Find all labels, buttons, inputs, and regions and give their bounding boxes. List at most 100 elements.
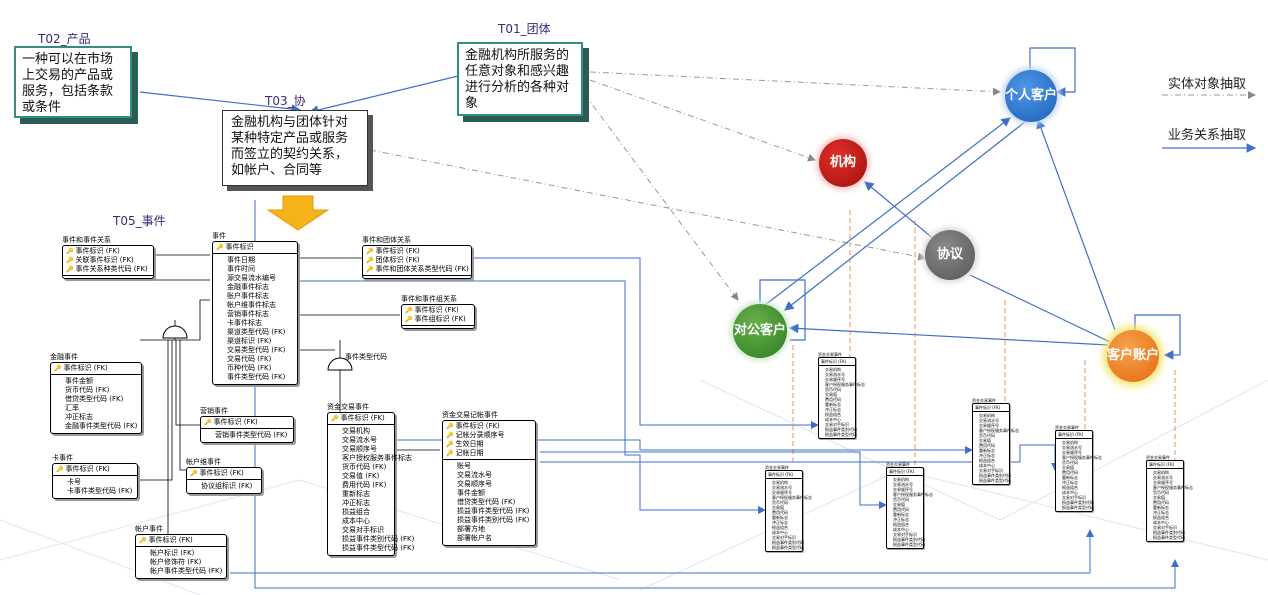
mini-attr: 交易流水号 bbox=[979, 418, 999, 423]
entity-attr: 货币代码 (FK) bbox=[342, 463, 387, 471]
entity-attr: 损益组合 bbox=[342, 508, 370, 516]
mini-attr: 交易对手标识 bbox=[825, 422, 849, 427]
mini-attr: 成本中心 bbox=[1062, 490, 1078, 495]
entity-event-party-relation: 事件和团体关系事件标识 (FK)团体标识 (FK)事件和团体关系类型代码 (FK… bbox=[362, 236, 472, 279]
entity-attr: 卡号 bbox=[67, 478, 81, 486]
product-to-agreement-arrow bbox=[139, 91, 302, 114]
entity-attr: 交易对手标识 bbox=[342, 526, 384, 534]
entity-title: 资金交易记帐事件 bbox=[442, 411, 498, 419]
entity-attr: 事件时间 bbox=[227, 265, 255, 273]
mini-body: 事件标识 (FK)交易机构交易流水号交易顺序号客户授权服务事件标志货币代码交易值… bbox=[1146, 460, 1193, 542]
mini-attr: 损益事件类别代码 bbox=[1062, 500, 1094, 505]
entity-event-group-relation: 事件和事件组关系事件标识 (FK)事件组标识 (FK) bbox=[401, 295, 475, 329]
mini-attr: 成本中心 bbox=[1153, 520, 1169, 525]
mini-attr: 交易机构 bbox=[1153, 470, 1169, 475]
entity-attr: 冲正标志 bbox=[342, 499, 370, 507]
mini-body: 事件标识 (FK)交易机构交易流水号交易顺序号客户授权服务事件标志货币代码交易值… bbox=[1055, 430, 1102, 512]
entity-key-attr: 记帐分录顺序号 bbox=[446, 431, 532, 440]
entity-body: 事件标识 (FK)团体标识 (FK)事件和团体关系类型代码 (FK) bbox=[362, 245, 472, 279]
entity-key-attr: 记帐日期 bbox=[446, 449, 532, 458]
subtype-label: 事件类型代码 bbox=[345, 353, 387, 361]
event-label: T05_事件 bbox=[113, 214, 166, 228]
mini-attr: 交易顺序号 bbox=[1153, 480, 1173, 485]
agreement-to-agreement-dash bbox=[369, 149, 926, 261]
entity-key-attr: 事件关系种类代码 (FK) bbox=[66, 265, 150, 274]
mini-attr: 费用代码 bbox=[772, 510, 788, 515]
mini-attr: 损益组合 bbox=[893, 522, 909, 527]
mini-attr: 重新标志 bbox=[1153, 505, 1169, 510]
mini-attr: 重新标志 bbox=[893, 512, 909, 517]
entity-attr: 客户授权服务事件标志 bbox=[342, 454, 412, 462]
mini-attrs: 交易机构交易流水号交易顺序号客户授权服务事件标志货币代码交易值费用代码重新标志冲… bbox=[973, 412, 1019, 484]
mini-attr: 交易对手标识 bbox=[893, 532, 917, 537]
entity-title: 帐户维事件 bbox=[186, 458, 221, 466]
mini-attr: 货币代码 bbox=[1062, 460, 1078, 465]
entity-keys: 事件标识 bbox=[213, 242, 297, 254]
entity-attr: 账号 bbox=[457, 462, 471, 470]
entity-attrs: 事件金额货币代码 (FK)借贷类型代码 (FK)汇率冲正标志金融事件类型代码 (… bbox=[51, 375, 141, 433]
mini-attr: 交易值 bbox=[893, 502, 905, 507]
mini-attr: 交易机构 bbox=[772, 480, 788, 485]
mini-title: 资金交易事件 bbox=[972, 398, 996, 403]
entity-keys: 事件标识 (FK)关联事件标识 (FK)事件关系种类代码 (FK) bbox=[63, 246, 153, 276]
entity-attrs: 协议组标识 (FK) bbox=[187, 480, 261, 493]
entity-attr: 事件金额 bbox=[65, 377, 93, 385]
mini-attr: 交易顺序号 bbox=[1062, 450, 1082, 455]
legend-entity-extraction: 实体对象抽取 bbox=[1168, 77, 1247, 92]
entity-attr: 源交易流水编号 bbox=[227, 274, 276, 282]
mini-attr: 成本中心 bbox=[979, 463, 995, 468]
product-label: T02_产品 bbox=[38, 32, 91, 46]
mini-attr: 费用代码 bbox=[979, 443, 995, 448]
mini-attr: 重新标志 bbox=[772, 515, 788, 520]
mini-table-4: 资金交易事件事件标识 (FK)交易机构交易流水号交易顺序号客户授权服务事件标志货… bbox=[972, 398, 1019, 485]
mini-attr: 交易顺序号 bbox=[825, 377, 845, 382]
mini-attr: 冲正标志 bbox=[1062, 480, 1078, 485]
entity-body: 事件标识事件日期事件时间源交易流水编号金融事件标志账户事件标志帐户维事件标志营销… bbox=[212, 241, 298, 385]
mini-attr: 交易流水号 bbox=[825, 372, 845, 377]
entity-key-attr: 事件标识 (FK) bbox=[139, 536, 223, 545]
entity-body: 事件标识 (FK)记帐分录顺序号生效日期记帐日期账号交易流水号交易顺序号事件金额… bbox=[442, 420, 536, 546]
entity-account-group-event: 帐户维事件事件标识 (FK)协议组标识 (FK) bbox=[186, 458, 262, 494]
mini-attr: 损益事件类型代码 bbox=[825, 432, 857, 437]
entity-event-event-relation: 事件和事件关系事件标识 (FK)关联事件标识 (FK)事件关系种类代码 (FK) bbox=[62, 236, 154, 279]
mini-attr: 损益组合 bbox=[772, 525, 788, 530]
entity-key-attr: 关联事件标识 (FK) bbox=[66, 256, 150, 265]
entity-title: 帐户事件 bbox=[135, 525, 163, 533]
mini-attr: 交易对手标识 bbox=[1153, 525, 1177, 530]
entity-marketing-event: 营销事件事件标识 (FK)营销事件类型代码 (FK) bbox=[200, 407, 294, 443]
mini-attr: 交易顺序号 bbox=[772, 490, 792, 495]
mini-attr: 货币代码 bbox=[772, 500, 788, 505]
entity-attr: 重新标志 bbox=[342, 490, 370, 498]
entity-attrs bbox=[63, 276, 153, 278]
mini-attr: 损益事件类别代码 bbox=[893, 537, 925, 542]
mini-key: 事件标识 (FK) bbox=[973, 404, 1009, 412]
agreement-node: 协议 bbox=[925, 230, 975, 280]
mini-attr: 成本中心 bbox=[825, 417, 841, 422]
entity-attr: 交易顺序号 bbox=[457, 480, 492, 488]
mini-title: 资金交易事件 bbox=[1055, 425, 1079, 430]
entity-attr: 渠道类型代码 (FK) bbox=[227, 328, 286, 336]
mini-attrs: 交易机构交易流水号交易顺序号客户授权服务事件标志货币代码交易值费用代码重新标志冲… bbox=[1056, 439, 1102, 511]
mini-attr: 客户授权服务事件标志 bbox=[1153, 485, 1193, 490]
entity-attr: 交易值 (FK) bbox=[342, 472, 380, 480]
mini-body: 事件标识 (FK)交易机构交易流水号交易顺序号客户授权服务事件标志货币代码交易值… bbox=[972, 403, 1019, 485]
entity-attr: 卡事件标志 bbox=[227, 319, 262, 327]
entity-attrs: 交易机构交易流水号交易顺序号客户授权服务事件标志货币代码 (FK)交易值 (FK… bbox=[328, 425, 414, 555]
mini-attr: 客户授权服务事件标志 bbox=[893, 492, 933, 497]
entity-attr: 金融事件标志 bbox=[227, 283, 269, 291]
legend-relation-extraction: 业务关系抽取 bbox=[1168, 128, 1247, 143]
mini-attr: 冲正标志 bbox=[825, 407, 841, 412]
mini-attr: 交易流水号 bbox=[893, 482, 913, 487]
mini-attr: 损益组合 bbox=[825, 412, 841, 417]
person-customer-node: 个人客户 bbox=[1005, 70, 1057, 122]
mini-attr: 交易对手标识 bbox=[979, 468, 1003, 473]
mini-attr: 交易值 bbox=[772, 505, 784, 510]
mini-attr: 冲正标志 bbox=[1153, 510, 1169, 515]
mini-attr: 交易机构 bbox=[979, 413, 995, 418]
mini-attr: 客户授权服务事件标志 bbox=[825, 382, 865, 387]
entity-attr: 帐户标识 (FK) bbox=[150, 549, 195, 557]
mini-title: 资金交易事件 bbox=[765, 465, 789, 470]
entity-attr: 交易类型代码 (FK) bbox=[227, 346, 286, 354]
entity-attrs bbox=[363, 276, 471, 278]
